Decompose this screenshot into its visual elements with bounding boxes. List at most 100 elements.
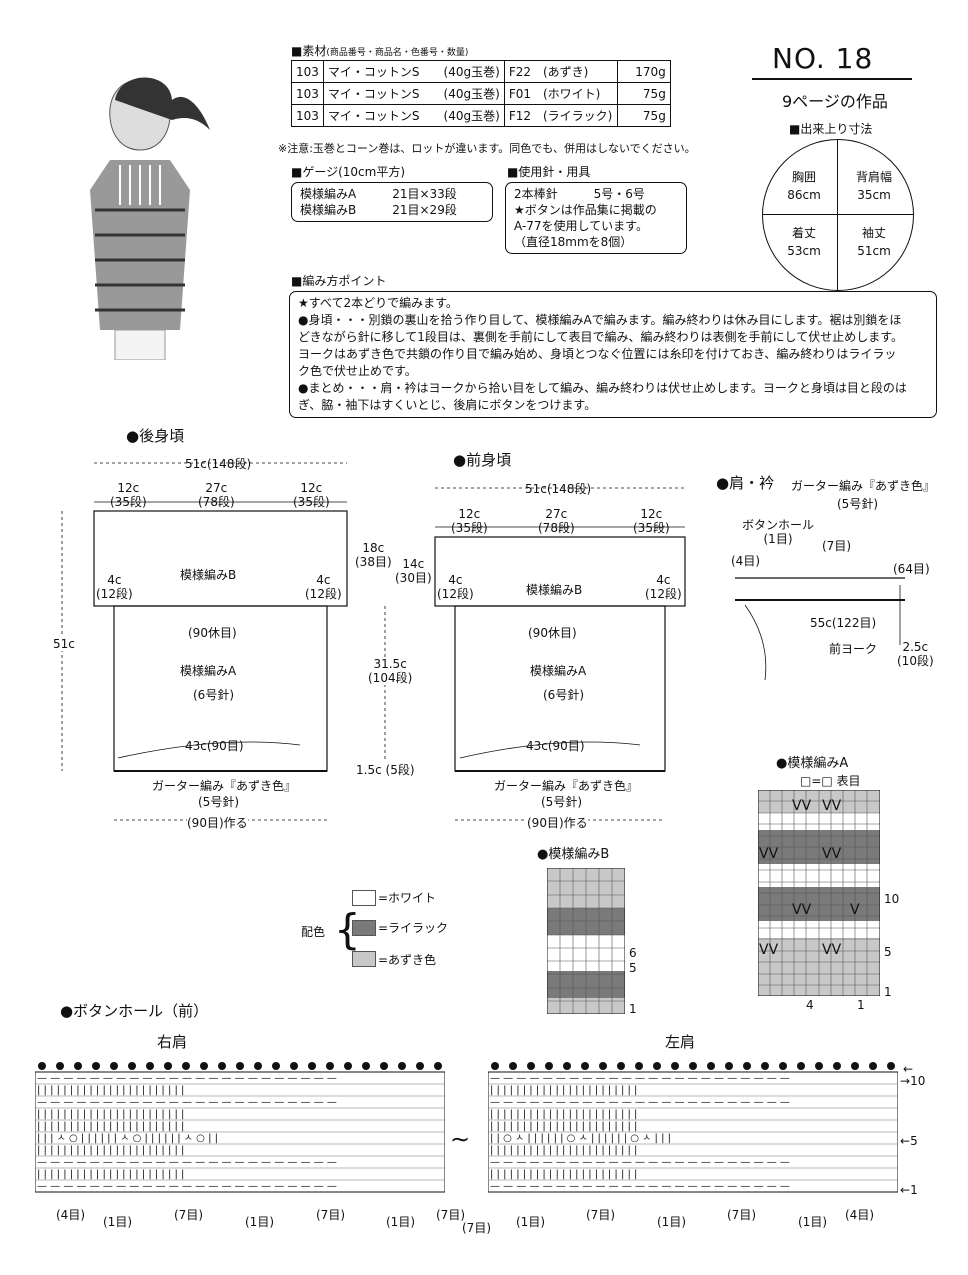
svg-text:| | | | | | | | | | | | | | |: | | | | | | | | | | | | | | | | | | | | … <box>490 1145 637 1156</box>
svg-text:VV: VV <box>822 942 842 958</box>
size-sleeve: 袖丈 51cm <box>839 224 909 260</box>
svg-text:| | | ㅅ ○ | | | | | | ㅅ ○ | |: | | | ㅅ ○ | | | | | | ㅅ ○ | | | | | | ㅅ … <box>37 1133 218 1144</box>
pattern-a-title: ●模様編みA <box>776 756 849 771</box>
table-cell: (40g玉巻) <box>443 87 500 101</box>
table-cell: (ホワイト) <box>543 87 601 101</box>
collar-subtitle: ガーター編み『あずき色』 <box>791 479 936 493</box>
body-height: 31.5c(104段) <box>368 657 413 685</box>
dim-text: 2.5c <box>902 640 929 654</box>
bh-count-r3: (1目) <box>245 1215 274 1229</box>
front-body-needle: (6号針) <box>543 688 584 702</box>
front-neck: 27c(78段) <box>538 507 575 535</box>
needles-line: ★ボタンは作品集に掲載の <box>514 203 657 217</box>
svg-text:| | | | | | | | | | | | | | |: | | | | | | | | | | | | | | | | | | | | … <box>490 1109 637 1120</box>
svg-text:| | | | | | | | | | | | | | |: | | | | | | | | | | | | | | | | | | | | … <box>37 1169 184 1180</box>
table-cell: マイ・コットンS <box>327 87 420 101</box>
back-cast-on: (90目)作る <box>187 814 248 831</box>
collar-title: ●肩・衿 <box>716 474 775 492</box>
size-label: 袖丈 <box>861 226 886 240</box>
front-side-left: 4c(12段) <box>437 573 474 601</box>
back-yoke-label: 模様編みB <box>180 568 237 582</box>
size-value: 53cm <box>787 244 821 258</box>
dim-text: 4c <box>316 573 331 587</box>
svg-text:— — — — — — — — — — — — — — —: — — — — — — — — — — — — — — — — — — — — … <box>490 1097 790 1108</box>
materials-title-text: ■素材 <box>291 44 327 58</box>
svg-text:V: V <box>850 902 860 918</box>
svg-text:| | | | | | | | | | | | | | |: | | | | | | | | | | | | | | | | | | | | … <box>490 1169 637 1180</box>
svg-text:— — — — — — — — — — — — — — —: — — — — — — — — — — — — — — — — — — — — … <box>490 1157 790 1168</box>
size-label: 背肩幅 <box>855 170 892 184</box>
row-label-5: ←5 <box>900 1134 918 1148</box>
front-shoulder-left: 12c(35段) <box>451 507 488 535</box>
points-line: どきながら針に移して1段目は、裏側を手前にして表目で編み、編み終わりは表側を手前… <box>298 330 903 344</box>
collar-buttonhole: ボタンホール(1目) <box>742 518 814 546</box>
bh-count-l2: (1目) <box>657 1215 686 1229</box>
collar-needle: (5号針) <box>837 497 878 511</box>
front-body-label: 模様編みA <box>530 664 587 678</box>
dim-text: 4c <box>107 573 122 587</box>
dim-text: (10段) <box>897 654 934 668</box>
table-cell: (ライラック) <box>543 109 613 123</box>
buttonhole-right-title: 右肩 <box>157 1033 188 1051</box>
points-line: ★すべて2本どりで編みます。 <box>298 296 458 310</box>
row-number: 5 <box>910 1134 918 1148</box>
bh-count-l5: (4目) <box>845 1208 874 1222</box>
hem-height: 1.5c (5段) <box>356 761 415 778</box>
collar-7: (7目) <box>822 539 851 553</box>
color-swatch-lilac <box>352 920 376 936</box>
pattern-b-title: ●模様編みB <box>537 847 610 862</box>
table-cell: (あずき) <box>543 65 589 79</box>
front-hem: ガーター編み『あずき色』 <box>494 779 639 793</box>
dim-text: (30目) <box>395 571 432 585</box>
needles-title: ■使用針・用具 <box>507 165 591 179</box>
back-body-needle: (6号針) <box>193 688 234 702</box>
svg-text:— — — — — — — — — — — — — — —: — — — — — — — — — — — — — — — — — — — — … <box>37 1073 337 1084</box>
colors-label: 配色 <box>301 925 326 939</box>
gauge-title: ■ゲージ(10cm平方) <box>291 165 406 179</box>
size-value: 51cm <box>857 244 891 258</box>
table-cell: F12 <box>508 109 531 123</box>
size-value: 86cm <box>787 188 821 202</box>
dim-text: 12c <box>117 481 140 495</box>
pattern-a-row-1: 1 <box>884 985 892 999</box>
materials-table: 103 マイ・コットンS (40g玉巻) F22 (あずき) 170g 103 … <box>291 60 671 127</box>
points-line: ク色で伏せ止めです。 <box>298 364 417 378</box>
svg-text:| | ○ ㅅ | | | | | | ○ ㅅ | | |: | | ○ ㅅ | | | | | | ○ ㅅ | | | | | | ○ ㅅ … <box>490 1133 671 1144</box>
size-divider <box>763 214 913 215</box>
svg-text:— — — — — — — — — — — — — — —: — — — — — — — — — — — — — — — — — — — — … <box>37 1157 337 1168</box>
title-underline <box>752 78 912 80</box>
dim-text: 18c <box>362 541 385 555</box>
table-cell: F01 <box>508 87 531 101</box>
front-yoke-label: 模様編みB <box>526 583 583 597</box>
dim-text: 12c <box>300 481 323 495</box>
materials-title: ■素材(商品番号・商品名・色番号・数量) <box>291 42 468 59</box>
pattern-a-col-4: 4 <box>806 998 814 1012</box>
svg-text:| | | | | | | | | | | | | | |: | | | | | | | | | | | | | | | | | | | | … <box>37 1121 184 1132</box>
dim-text: (104段) <box>368 671 413 685</box>
dim-text: (12段) <box>96 587 133 601</box>
table-cell: 103 <box>291 104 324 127</box>
table-row: 103 マイ・コットンS (40g玉巻) F01 (ホワイト) 75g <box>291 82 671 105</box>
back-total-width: 51c(148段) <box>185 457 252 471</box>
pattern-b-row-6: 6 <box>629 946 637 960</box>
svg-text:VV: VV <box>822 798 842 814</box>
svg-text:VV: VV <box>792 798 812 814</box>
bh-count-r4: (7目) <box>316 1208 345 1222</box>
table-cell: マイ・コットンS <box>327 65 420 79</box>
dim-text: 4c <box>448 573 463 587</box>
size-divider <box>837 140 838 290</box>
collar-yoke: 前ヨーク <box>829 642 878 656</box>
svg-text:VV: VV <box>759 942 779 958</box>
svg-text:| | | | | | | | | | | | | | |: | | | | | | | | | | | | | | | | | | | | … <box>490 1085 637 1096</box>
front-title: ●前身頃 <box>453 451 512 469</box>
dim-text: (12段) <box>305 587 342 601</box>
dim-text: (78段) <box>538 521 575 535</box>
back-hem-needle: (5号針) <box>198 795 239 809</box>
bh-count-r0: (4目) <box>56 1208 85 1222</box>
back-height: 51c <box>53 637 75 651</box>
points-line: ●まとめ・・・肩・衿はヨークから拾い目をして編み、編み終わりは伏せ止めします。ヨ… <box>298 381 907 395</box>
pattern-a-row-5: 5 <box>884 945 892 959</box>
dim-text: 1.5c <box>356 763 382 777</box>
